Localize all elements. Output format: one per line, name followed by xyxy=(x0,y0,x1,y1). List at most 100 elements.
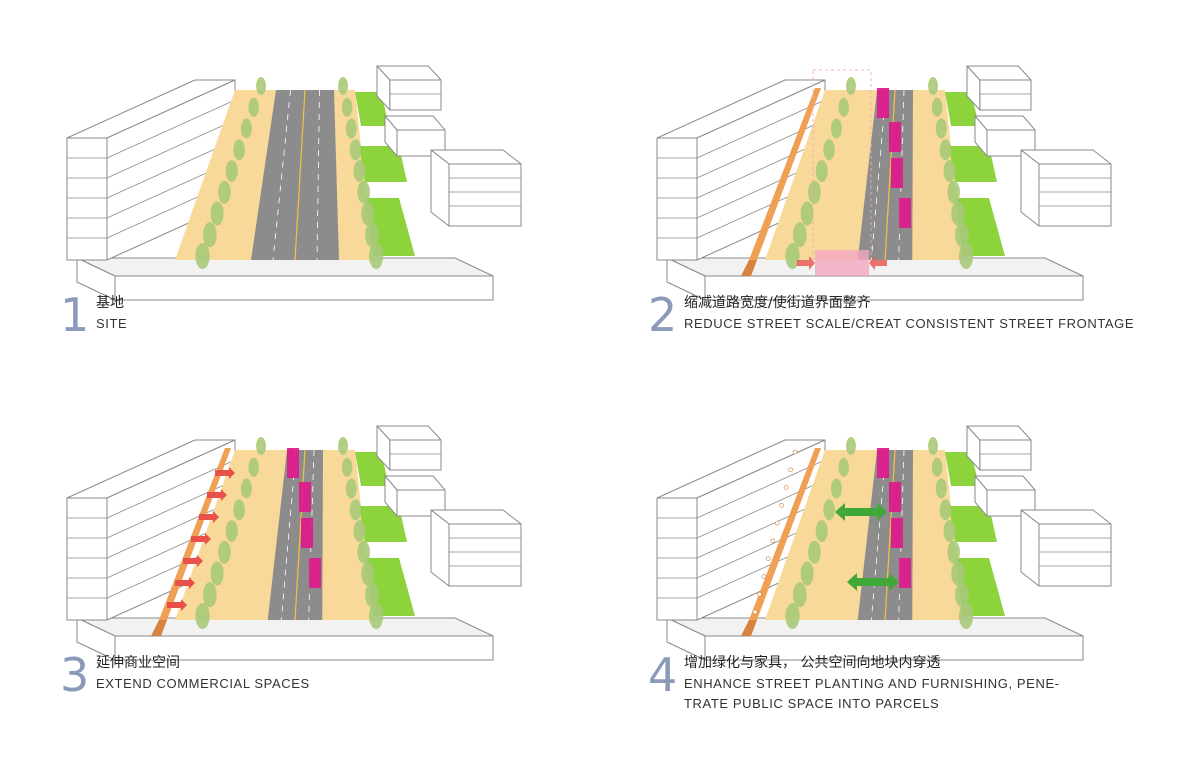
diagram-step-4 xyxy=(656,425,1112,661)
ground-slab-top xyxy=(76,617,494,637)
right-building-front xyxy=(1038,523,1112,587)
step-number: 3 xyxy=(60,648,90,702)
left-building-side xyxy=(656,137,698,261)
kiosk-block xyxy=(877,448,889,478)
extend-arrow xyxy=(207,489,227,501)
tree xyxy=(935,478,947,499)
tree xyxy=(361,201,375,226)
commercial-frontage xyxy=(159,448,231,620)
tree xyxy=(951,201,965,226)
tree xyxy=(785,603,800,629)
right-building-front xyxy=(448,163,522,227)
tree xyxy=(830,478,842,499)
commercial-frontage xyxy=(749,448,821,620)
floor-line xyxy=(106,139,236,199)
tree xyxy=(368,243,384,269)
tree xyxy=(202,582,217,608)
scale-frame xyxy=(812,69,872,261)
right-building-side xyxy=(974,115,988,157)
right-building-side xyxy=(384,115,398,157)
floor-line xyxy=(696,139,826,199)
tree xyxy=(218,540,231,564)
step-title-en-line: REDUCE STREET SCALE/CREAT CONSISTENT STR… xyxy=(684,316,1135,331)
extend-arrow xyxy=(191,533,211,545)
kiosk-block xyxy=(891,158,903,188)
tree xyxy=(800,201,814,226)
tree xyxy=(947,180,961,204)
tree xyxy=(368,603,384,629)
step-number: 2 xyxy=(648,288,678,342)
tree xyxy=(951,561,965,586)
tree xyxy=(338,77,348,95)
lane-marking xyxy=(870,89,887,261)
diagram-step-2 xyxy=(656,65,1112,301)
tree xyxy=(202,222,217,248)
narrowed-road-marker xyxy=(815,250,869,276)
floor-line xyxy=(696,499,826,559)
right-building-side xyxy=(966,65,981,111)
tree xyxy=(808,540,821,564)
step-title-cn: 缩减道路宽度/使街道界面整齐 xyxy=(684,295,871,311)
arrow-inward xyxy=(869,256,887,270)
extend-arrow xyxy=(183,555,203,567)
right-building-front xyxy=(448,523,522,587)
tree xyxy=(943,520,956,542)
tree xyxy=(338,437,348,455)
kiosk-block xyxy=(299,482,311,512)
step-title-en: REDUCE STREET SCALE/CREAT CONSISTENT STR… xyxy=(684,314,1134,334)
tree xyxy=(225,520,238,542)
tree xyxy=(248,97,259,117)
step-number: 4 xyxy=(648,648,678,702)
step-number: 1 xyxy=(60,288,90,342)
step-title-en: ENHANCE STREET PLANTING AND FURNISHING, … xyxy=(684,674,1060,714)
tree xyxy=(947,540,961,564)
left-building-side xyxy=(66,137,108,261)
tree xyxy=(815,160,828,182)
floor-line xyxy=(696,459,826,519)
ground-slab-top xyxy=(666,617,1084,637)
tree xyxy=(808,180,821,204)
penetrate-arrow xyxy=(835,503,887,521)
ground-slab-top xyxy=(76,257,494,277)
road-centerline xyxy=(294,89,306,261)
floor-line xyxy=(106,499,236,559)
street-furniture xyxy=(766,556,771,561)
tree xyxy=(345,478,357,499)
tree xyxy=(838,97,849,117)
left-building-side xyxy=(66,497,108,621)
extend-arrow xyxy=(167,599,187,611)
step-title-cn: 延伸商业空间 xyxy=(96,655,180,671)
tree xyxy=(365,222,379,248)
tree xyxy=(341,457,353,477)
street-furniture xyxy=(761,574,767,579)
lawn-parcel xyxy=(359,146,407,182)
commercial-frontage-side xyxy=(151,620,167,636)
right-building-side xyxy=(430,509,450,587)
floor-line xyxy=(106,119,236,179)
right-building-side xyxy=(1020,509,1040,587)
commercial-frontage-side xyxy=(741,620,757,636)
floor-line xyxy=(106,99,236,159)
arrow-inward xyxy=(797,256,815,270)
tree xyxy=(353,520,366,542)
tree xyxy=(928,437,938,455)
tree xyxy=(846,77,856,95)
street-furniture xyxy=(792,449,798,455)
road-centerline xyxy=(294,449,306,621)
right-building-front xyxy=(389,439,442,471)
street-furniture xyxy=(779,503,784,508)
tree xyxy=(233,139,245,161)
tree xyxy=(792,222,807,248)
tree xyxy=(349,139,362,161)
ground-slab-front xyxy=(704,275,1084,301)
road xyxy=(251,90,339,260)
tree xyxy=(939,139,952,161)
ground-slab-front xyxy=(114,635,494,661)
street-furniture xyxy=(783,485,789,490)
road-centerline xyxy=(884,89,896,261)
tree xyxy=(353,160,366,182)
step-title-cn: 基地 xyxy=(96,295,124,311)
commercial-frontage xyxy=(749,88,821,260)
right-building-side xyxy=(974,475,988,517)
tree xyxy=(240,118,252,139)
